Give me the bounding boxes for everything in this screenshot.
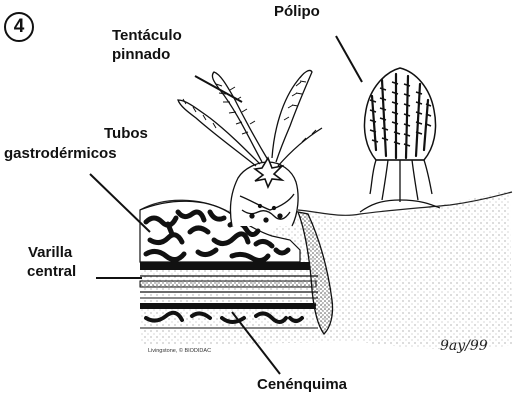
figure-number-badge: 4 xyxy=(4,12,34,42)
label-varilla-line1: Varilla xyxy=(28,244,72,262)
label-tentaculo-line1: Tentáculo xyxy=(112,27,182,45)
label-tubos-line2: gastrodérmicos xyxy=(4,145,117,163)
expanded-polyp xyxy=(360,68,440,212)
artist-signature: 9ay/99 xyxy=(440,338,488,354)
label-tentaculo-line2: pinnado xyxy=(112,46,170,64)
label-polipo: Pólipo xyxy=(274,3,320,21)
image-credit: Livingstone, © BIODIDAC xyxy=(148,348,211,354)
label-tubos-line1: Tubos xyxy=(104,125,148,143)
label-cenenquima: Cenénquima xyxy=(257,376,347,394)
label-varilla-line2: central xyxy=(27,263,76,281)
